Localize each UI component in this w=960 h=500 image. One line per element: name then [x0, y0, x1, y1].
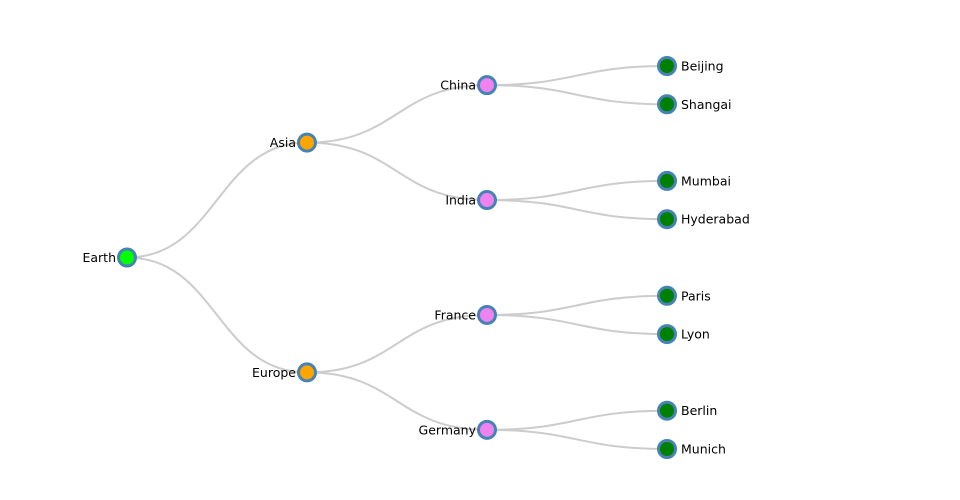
node-label: Beijing	[681, 59, 724, 74]
link-india-hyderabad	[486, 199, 668, 221]
node-circle[interactable]	[657, 439, 677, 459]
node-label: India	[445, 193, 476, 208]
link-france-lyon	[486, 313, 668, 336]
node-asia[interactable]: Asia	[270, 132, 317, 153]
node-label: Shangai	[681, 97, 732, 112]
link-china-shangai	[486, 84, 668, 106]
link-china-beijing	[486, 65, 668, 87]
node-circle[interactable]	[657, 56, 677, 76]
node-circle[interactable]	[117, 247, 137, 268]
node-label: China	[440, 78, 476, 93]
node-label: Lyon	[681, 327, 710, 342]
node-circle[interactable]	[477, 304, 497, 325]
node-beijing[interactable]: Beijing	[657, 56, 724, 76]
node-circle[interactable]	[657, 209, 677, 230]
link-earth-europe	[126, 256, 308, 374]
node-circle[interactable]	[297, 132, 317, 153]
link-asia-china	[306, 84, 488, 144]
node-munich[interactable]: Munich	[657, 439, 726, 459]
node-circle[interactable]	[297, 362, 317, 383]
node-shangai[interactable]: Shangai	[657, 94, 732, 115]
node-circle[interactable]	[477, 419, 497, 440]
node-circle[interactable]	[657, 400, 677, 421]
node-berlin[interactable]: Berlin	[657, 400, 718, 421]
node-earth[interactable]: Earth	[82, 247, 137, 268]
node-mumbai[interactable]: Mumbai	[657, 170, 731, 191]
node-label: Berlin	[681, 403, 717, 418]
node-lyon[interactable]: Lyon	[657, 324, 710, 345]
node-circle[interactable]	[657, 94, 677, 115]
node-china[interactable]: China	[440, 75, 497, 96]
node-france[interactable]: France	[434, 304, 497, 325]
node-india[interactable]: India	[445, 190, 497, 211]
node-paris[interactable]: Paris	[657, 285, 711, 306]
node-circle[interactable]	[657, 170, 677, 191]
link-germany-berlin	[486, 409, 668, 431]
node-label: Germany	[419, 422, 477, 437]
node-label: Earth	[82, 250, 116, 265]
node-circle[interactable]	[477, 75, 497, 96]
node-label: Mumbai	[681, 173, 731, 188]
node-label: France	[434, 307, 476, 322]
link-europe-germany	[306, 371, 488, 431]
node-europe[interactable]: Europe	[252, 362, 317, 383]
node-label: Europe	[252, 365, 296, 380]
node-label: Munich	[681, 442, 726, 457]
node-circle[interactable]	[657, 285, 677, 306]
node-circle[interactable]	[657, 324, 677, 345]
link-asia-india	[306, 141, 488, 202]
node-circle[interactable]	[477, 190, 497, 211]
links-layer	[126, 65, 668, 450]
node-hyderabad[interactable]: Hyderabad	[657, 209, 750, 230]
link-germany-munich	[486, 428, 668, 450]
link-india-mumbai	[486, 179, 668, 202]
node-label: Asia	[270, 135, 296, 150]
node-label: Hyderabad	[681, 212, 750, 227]
link-earth-asia	[126, 141, 308, 259]
node-label: Paris	[681, 288, 711, 303]
link-europe-france	[306, 313, 488, 374]
link-france-paris	[486, 294, 668, 316]
node-germany[interactable]: Germany	[419, 419, 497, 440]
